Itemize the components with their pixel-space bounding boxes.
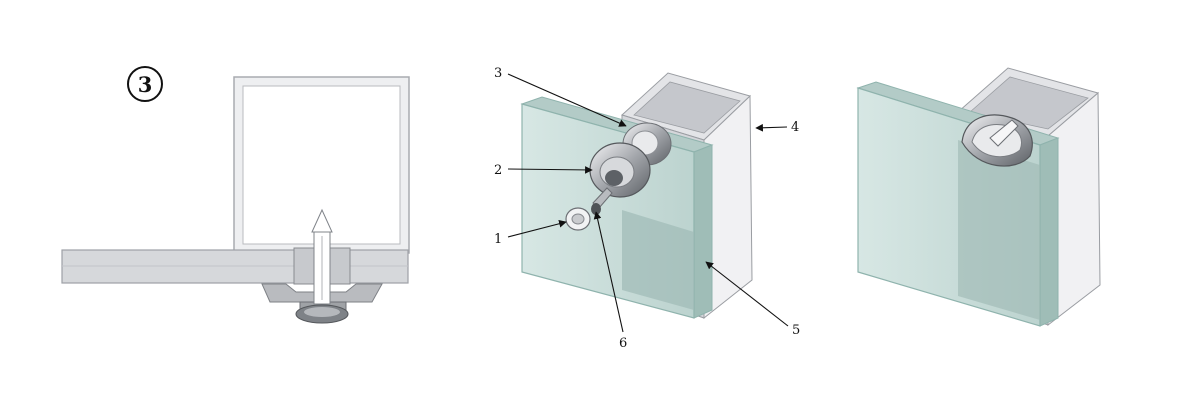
callout-3: 3 — [494, 66, 627, 127]
glass-panel-section — [61, 249, 409, 284]
callout-1: 1 — [494, 220, 567, 247]
callout-4-label: 4 — [791, 120, 799, 135]
step-badge: 3 — [127, 66, 163, 102]
callout-1-label: 1 — [494, 232, 502, 247]
callout-5-label: 5 — [792, 323, 800, 338]
callout-4: 4 — [755, 120, 799, 135]
square-profile — [233, 76, 410, 254]
section-view: 3 — [61, 66, 410, 324]
exploded-view: 1 2 3 4 5 6 — [494, 66, 800, 351]
callout-6: 6 — [593, 211, 627, 351]
fixing-assembly-3d — [565, 122, 672, 231]
fixing-section — [261, 208, 383, 324]
callout-2-label: 2 — [494, 163, 502, 178]
step-number: 3 — [138, 72, 153, 97]
callout-2: 2 — [494, 163, 593, 178]
callout-6-label: 6 — [619, 336, 627, 351]
callout-3-label: 3 — [494, 66, 502, 81]
fixing-assembled — [961, 114, 1033, 167]
assembled-view — [856, 67, 1101, 327]
callout-5: 5 — [705, 261, 800, 338]
